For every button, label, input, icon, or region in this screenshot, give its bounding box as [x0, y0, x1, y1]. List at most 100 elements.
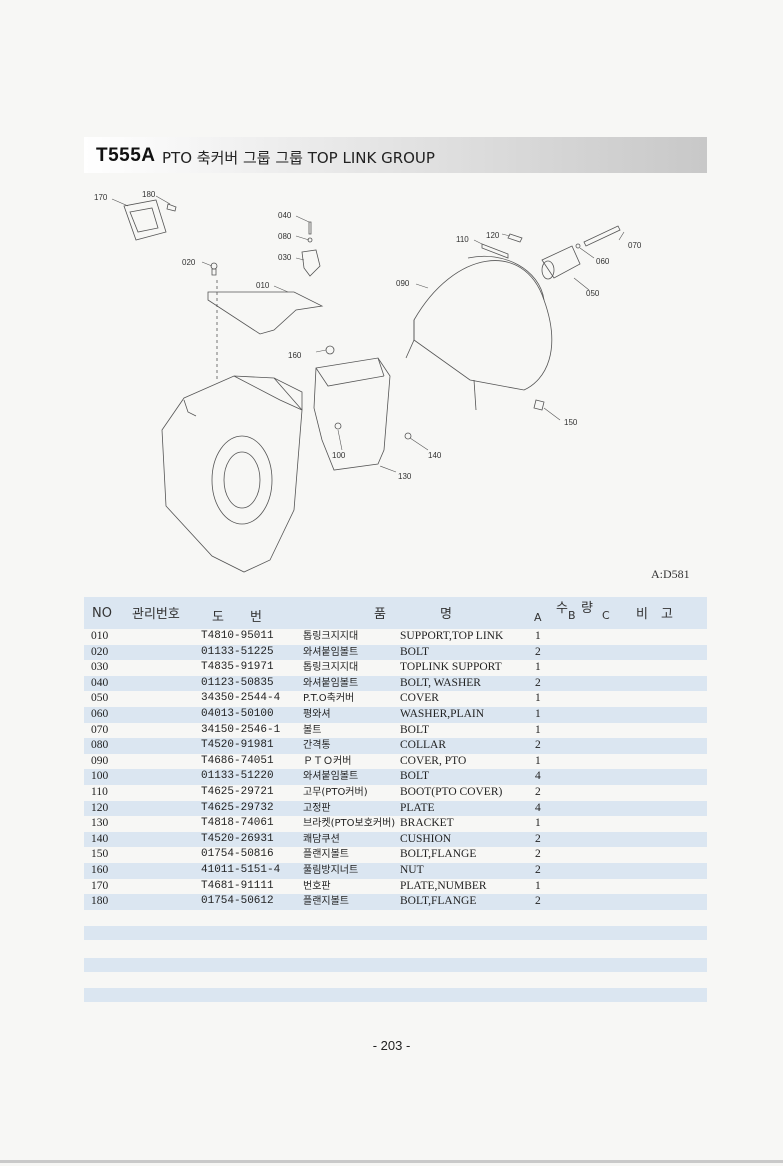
header-name-1: 품 — [374, 607, 386, 622]
row-part-number: T4625-29732 — [201, 801, 274, 814]
header-name-2: 명 — [440, 607, 452, 622]
toplink-support-part — [301, 249, 321, 277]
row-no: 140 — [91, 832, 109, 845]
callout-040: 040 — [278, 211, 292, 220]
row-qty-a: 1 — [535, 630, 541, 642]
table-row: 050 34350-2544-4 P.T.O축커버 COVER 1 — [84, 691, 707, 707]
row-qty-a: 2 — [535, 739, 541, 752]
row-no: 160 — [91, 863, 109, 876]
row-english-name: PLATE — [400, 801, 435, 814]
group-title: PTO 축커버 그룹 그룹 TOP LINK GROUP — [162, 149, 435, 167]
cover-bolt-part — [583, 225, 621, 247]
row-no: 120 — [91, 801, 109, 814]
callout-070: 070 — [628, 241, 642, 250]
table-header: NO 관리번호 도 번 품 명 수 량 A B C 비 고 — [84, 597, 707, 629]
transmission-housing — [161, 375, 303, 573]
header-qty-a: A — [534, 611, 542, 624]
row-english-name: COVER — [400, 692, 439, 705]
row-korean-name: 플랜지볼트 — [303, 849, 349, 861]
callout-100: 100 — [332, 451, 346, 460]
row-english-name: BOLT,FLANGE — [400, 848, 477, 861]
row-english-name: BOLT,FLANGE — [400, 895, 477, 908]
row-part-number: 41011-5151-4 — [201, 863, 281, 876]
callout-160: 160 — [288, 351, 302, 360]
row-part-number: 01754-50612 — [201, 895, 274, 908]
row-part-number: 01754-50816 — [201, 848, 274, 861]
row-qty-a: 2 — [535, 785, 541, 798]
header-drawing: 도 번 — [212, 610, 262, 625]
callout-170: 170 — [94, 193, 108, 202]
callout-030: 030 — [278, 253, 292, 262]
row-qty-a: 1 — [535, 817, 541, 830]
title-bar — [84, 137, 707, 173]
row-part-number: 01123-50835 — [201, 676, 274, 689]
table-row: 150 01754-50816 플랜지볼트 BOLT,FLANGE 2 — [84, 847, 707, 863]
row-no: 080 — [91, 739, 109, 752]
row-korean-name: 간격통 — [303, 740, 331, 752]
row-no: 050 — [91, 692, 109, 705]
callout-060: 060 — [596, 257, 610, 266]
row-korean-name: P.T.O축커버 — [303, 693, 355, 705]
row-part-number: T4520-26931 — [201, 832, 274, 845]
row-part-number: 01133-51225 — [201, 645, 274, 658]
row-korean-name: 와셔붙임볼트 — [303, 677, 359, 689]
row-qty-a: 1 — [535, 692, 541, 705]
group-code: T555A — [96, 145, 156, 166]
row-part-number: T4686-74051 — [201, 754, 274, 767]
callout-120: 120 — [486, 231, 500, 240]
row-no: 040 — [91, 676, 109, 689]
pto-cover-part — [413, 260, 553, 391]
row-english-name: BOLT — [400, 770, 429, 783]
row-no: 010 — [91, 630, 109, 642]
row-english-name: CUSHION — [400, 832, 452, 845]
callout-180: 180 — [142, 190, 156, 199]
row-qty-a: 1 — [535, 661, 541, 674]
row-part-number: 01133-51220 — [201, 770, 274, 783]
row-part-number: T4681-91111 — [201, 879, 274, 892]
callout-150: 150 — [564, 418, 578, 427]
row-korean-name: 브라켓(PTO보호커버) — [303, 818, 396, 830]
row-part-number: 34150-2546-1 — [201, 723, 281, 736]
diagram-reference: A:D581 — [651, 567, 690, 581]
row-qty-a: 1 — [535, 707, 541, 720]
row-qty-a: 2 — [535, 848, 541, 861]
row-qty-a: 1 — [535, 754, 541, 767]
row-english-name: BOLT, WASHER — [400, 676, 481, 689]
row-korean-name: 플랜지볼트 — [303, 896, 349, 908]
row-no: 110 — [91, 785, 108, 798]
row-english-name: PLATE,NUMBER — [400, 879, 487, 892]
row-qty-a: 1 — [535, 723, 541, 736]
row-part-number: T4520-91981 — [201, 739, 274, 752]
plate-bolt-part — [166, 203, 177, 212]
row-no: 150 — [91, 848, 109, 861]
row-qty-a: 4 — [535, 801, 541, 814]
row-qty-a: 2 — [535, 832, 541, 845]
row-no: 030 — [91, 661, 109, 674]
bracket-part — [313, 357, 391, 471]
row-english-name: NUT — [400, 863, 424, 876]
row-part-number: T4810-95011 — [201, 630, 274, 642]
row-part-number: T4625-29721 — [201, 785, 274, 798]
row-english-name: BOLT — [400, 723, 429, 736]
row-part-number: 04013-50100 — [201, 707, 274, 720]
callout-130: 130 — [398, 472, 412, 481]
boot-part — [481, 243, 509, 259]
number-plate-part — [123, 199, 167, 241]
row-korean-name: 쾌담쿠션 — [303, 833, 340, 845]
page-number: - 203 - — [372, 1038, 411, 1053]
row-qty-a: 2 — [535, 645, 541, 658]
row-part-number: T4818-74061 — [201, 817, 274, 830]
row-no: 090 — [91, 754, 109, 767]
row-part-number: 34350-2544-4 — [201, 692, 281, 705]
row-korean-name: 와셔붙임볼트 — [303, 771, 359, 783]
row-english-name: BOOT(PTO COVER) — [400, 785, 503, 798]
